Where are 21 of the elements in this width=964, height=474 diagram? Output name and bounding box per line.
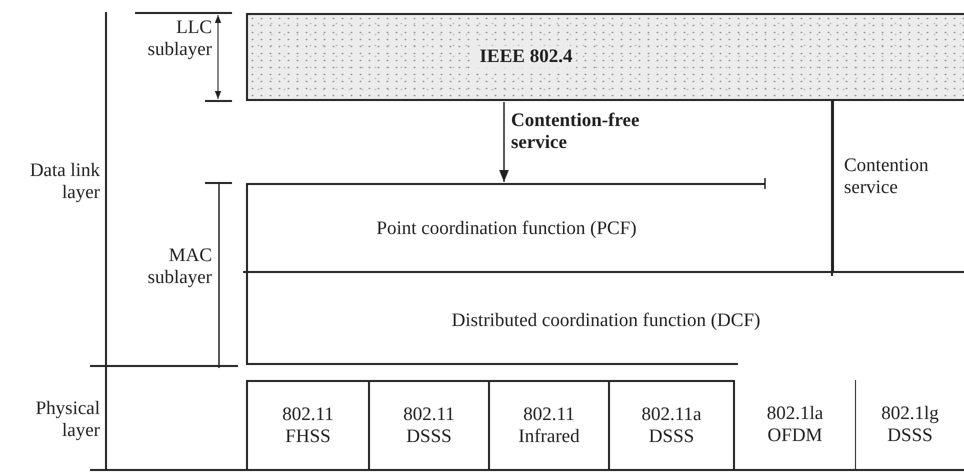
node-text: Contention service — [844, 154, 928, 198]
physical-layer-box — [246, 380, 370, 470]
physical-layer-box — [490, 380, 610, 470]
node-text: 802.1lg DSSS — [881, 403, 939, 447]
layer-label: Physical layer — [34, 398, 100, 442]
node-text: 802.11 DSSS — [403, 404, 455, 448]
sublayer-label: MAC sublayer — [146, 245, 212, 289]
arrow — [499, 102, 509, 182]
node-text: 802.11a DSSS — [642, 404, 702, 448]
function-box — [246, 183, 765, 272]
sublayer-label: LLC sublayer — [146, 17, 212, 61]
physical-layer-box — [370, 380, 490, 470]
protocol-box — [246, 13, 964, 101]
node-text: Point coordination function (PCF) — [376, 218, 637, 240]
node-text: 802.1la OFDM — [766, 403, 824, 447]
node-text: Distributed coordination function (DCF) — [452, 310, 760, 332]
node-text: 802.11 FHSS — [282, 404, 334, 448]
node-text: IEEE 802.4 — [476, 46, 576, 68]
layer-label: Data link layer — [28, 160, 100, 204]
node-text: 802.11 Infrared — [518, 404, 580, 448]
physical-layer-box — [610, 380, 735, 470]
